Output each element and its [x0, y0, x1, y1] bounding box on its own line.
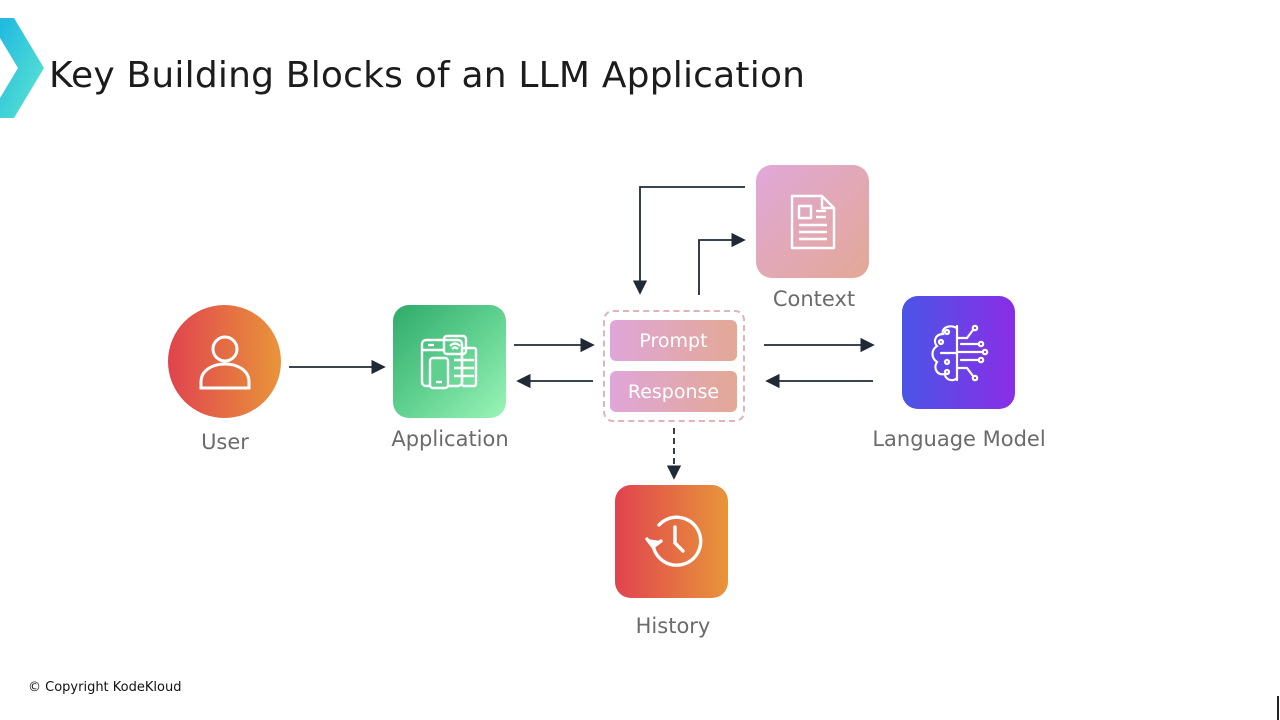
user-icon	[199, 335, 250, 389]
brain-circuit-icon	[930, 324, 988, 381]
arrow-prompt-to-context	[698, 232, 746, 295]
arrow-context-to-prompt	[632, 186, 745, 295]
prompt-pill: Prompt	[610, 320, 737, 361]
document-icon	[790, 194, 835, 249]
history-label: History	[635, 614, 711, 638]
response-pill: Response	[610, 371, 737, 412]
kodekloud-logo-chevron	[0, 18, 44, 118]
context-label: Context	[772, 287, 856, 311]
language-model-node	[902, 296, 1015, 409]
application-node	[393, 305, 506, 418]
language-model-label: Language Model	[872, 427, 1046, 451]
context-node	[756, 165, 869, 278]
user-label: User	[201, 430, 249, 454]
prompt-response-group	[603, 310, 745, 422]
application-label: Application	[391, 427, 509, 451]
edge-marker	[1277, 696, 1279, 720]
slide-title: Key Building Blocks of an LLM Applicatio…	[49, 55, 806, 96]
history-clock-icon	[644, 515, 702, 567]
copyright-notice: © Copyright KodeKloud	[28, 680, 182, 695]
user-node	[168, 305, 281, 418]
history-node	[615, 485, 728, 598]
devices-icon	[420, 334, 477, 389]
